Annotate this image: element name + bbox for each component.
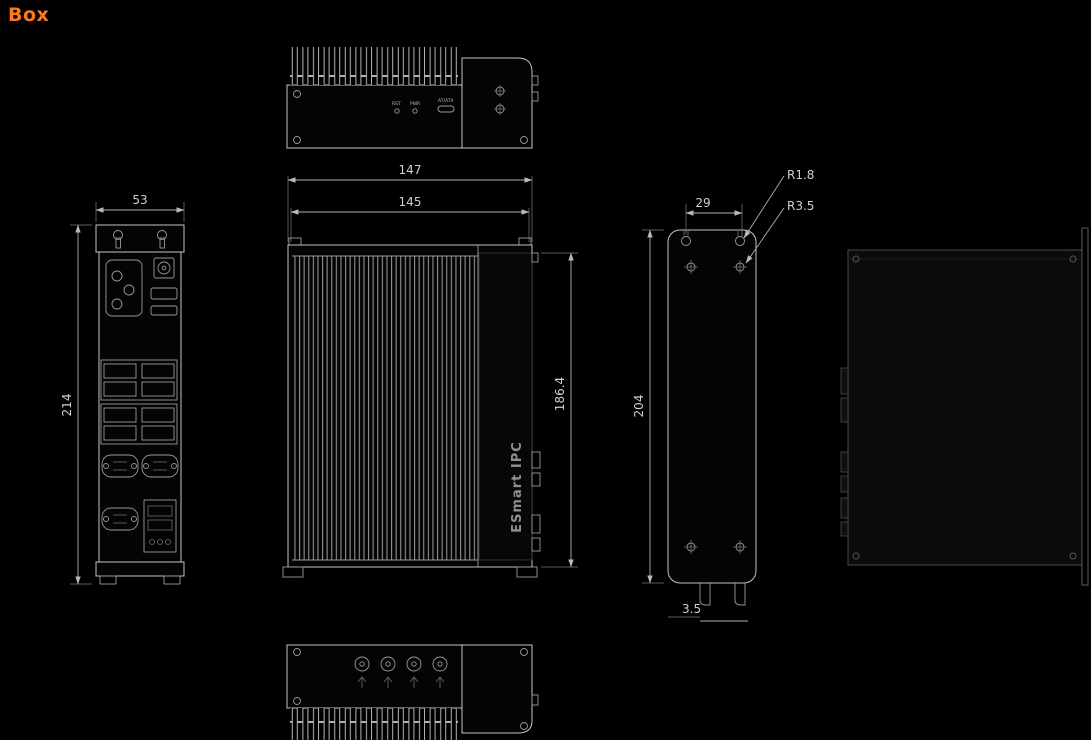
dim-side-width: 53: [95, 193, 185, 222]
screw-icon: [520, 722, 528, 730]
front-view: 147 145 ESmart IPC: [282, 163, 578, 578]
dim-text-214: 214: [60, 394, 74, 417]
side-connector: [531, 537, 541, 552]
screw-icon: [293, 136, 301, 144]
top-heatsink-fins: [290, 47, 458, 85]
dim-front-height: 186.4: [541, 252, 578, 568]
bottom-hook: [734, 583, 746, 606]
bottom-heatsink-fins: [290, 708, 458, 740]
dim-text-53: 53: [132, 193, 147, 207]
right-side-view: [840, 227, 1089, 586]
screw-icon: [293, 90, 301, 98]
antenna-arrow-icon: [357, 676, 445, 688]
screw-icon: [852, 255, 860, 263]
radius-callouts: R1.8 R3.5: [743, 168, 814, 264]
left-side-view: 53: [60, 193, 185, 585]
mount-hole-icon: [684, 260, 747, 554]
screw-icon: [520, 648, 528, 656]
screw-icon: [293, 697, 301, 705]
side-connector: [531, 252, 539, 263]
mount-bracket-edge: [1081, 227, 1089, 586]
side-connector: [531, 451, 541, 469]
atx-label: AT/ATX: [438, 98, 454, 104]
foot-tab: [282, 566, 304, 578]
io-ports-upper: [150, 257, 178, 316]
serial-port: [101, 454, 139, 478]
dim-text-145: 145: [399, 195, 422, 209]
bottom-view: [286, 644, 539, 740]
back-view: 29 R1.8 R3.5 204 3.5: [632, 168, 814, 622]
dim-text-186-4: 186.4: [553, 377, 567, 411]
connector-silhouettes: [840, 367, 849, 537]
usb-lan-block: [100, 403, 178, 445]
serial-port: [101, 507, 139, 531]
dim-text-35: 3.5: [682, 602, 701, 616]
atx-switch-icon: [437, 105, 455, 113]
pwr-label: PWR: [410, 101, 420, 107]
dim-text-r18: R1.8: [787, 168, 814, 182]
top-view: RST PWR AT/ATX: [286, 47, 539, 149]
dim-hook-offset: 3.5: [668, 602, 748, 622]
dim-side-height: 214: [60, 224, 92, 585]
usb-lan-block: [100, 359, 178, 401]
screw-icon: [293, 648, 301, 656]
rst-label: RST: [392, 101, 401, 107]
dim-hole-spacing: 29: [685, 196, 743, 234]
screw-icon: [852, 552, 860, 560]
dim-text-29: 29: [695, 196, 710, 210]
keyhole-slot-icon: [113, 230, 167, 249]
front-right-panel: [478, 252, 533, 561]
brand-logo: ESmart IPC: [510, 441, 525, 533]
foot-tab: [163, 575, 181, 585]
page-title: Box: [8, 4, 50, 26]
keyhole-slot-icon: [681, 231, 745, 246]
screw-icon: [1069, 552, 1077, 560]
terminal-block: [143, 499, 177, 553]
side-connector: [531, 472, 541, 487]
screw-icon: [520, 136, 528, 144]
dim-text-r35: R3.5: [787, 199, 814, 213]
dim-text-204: 204: [632, 395, 646, 418]
dim-front-width: 147: [287, 163, 533, 242]
side-connector: [531, 91, 539, 102]
antenna-hole-icon: [494, 85, 506, 115]
side-connector: [531, 514, 541, 534]
serial-port: [141, 454, 179, 478]
antenna-hole-icon: [354, 656, 448, 672]
foot-tab: [516, 566, 538, 578]
power-connector: [105, 259, 143, 317]
screw-icon: [1069, 255, 1077, 263]
foot-tab: [99, 575, 117, 585]
dim-back-height: 204: [632, 229, 664, 584]
side-connector: [531, 694, 539, 706]
reset-button-icon: [394, 108, 400, 114]
dim-front-width-inner: 145: [290, 195, 530, 242]
front-heatsink-fins: [292, 256, 478, 560]
dim-text-147: 147: [399, 163, 422, 177]
side-connector: [531, 75, 539, 86]
power-led-icon: [412, 108, 418, 114]
bottom-hook: [699, 583, 711, 606]
